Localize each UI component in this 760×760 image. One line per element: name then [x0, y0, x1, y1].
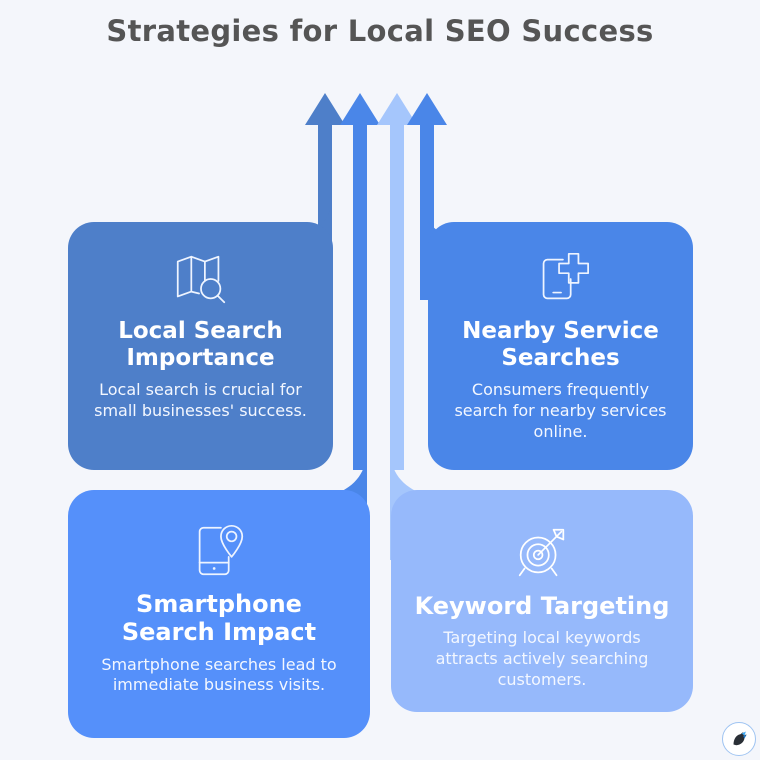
card-description: Local search is crucial for small busine…	[94, 380, 307, 421]
brand-logo-badge[interactable]	[722, 722, 756, 756]
card-description: Targeting local keywords attracts active…	[435, 628, 649, 689]
card-description: Smartphone searches lead to immediate bu…	[101, 654, 337, 695]
card-local-search-importance[interactable]: Local Search Importance Local search is …	[68, 222, 333, 470]
card-keyword-targeting[interactable]: Keyword Targeting Targeting local keywor…	[391, 490, 693, 712]
card-title: Keyword Targeting	[414, 592, 670, 620]
card-title: Nearby Service Searches	[462, 318, 659, 372]
smartphone-location-pin-icon	[198, 524, 244, 576]
card-title: Smartphone Search Impact	[121, 590, 317, 647]
target-arrow-icon	[518, 528, 565, 577]
page-title: Strategies for Local SEO Success	[106, 14, 654, 48]
phone-medical-cross-icon	[542, 252, 589, 300]
card-nearby-service-searches[interactable]: Nearby Service Searches Consumers freque…	[428, 222, 693, 470]
card-smartphone-search-impact[interactable]: Smartphone Search Impact Smartphone sear…	[68, 490, 370, 738]
map-search-icon	[176, 255, 225, 304]
card-description: Consumers frequently search for nearby s…	[454, 380, 667, 441]
brand-logo-icon	[733, 731, 747, 746]
card-title: Local Search Importance	[118, 318, 283, 372]
